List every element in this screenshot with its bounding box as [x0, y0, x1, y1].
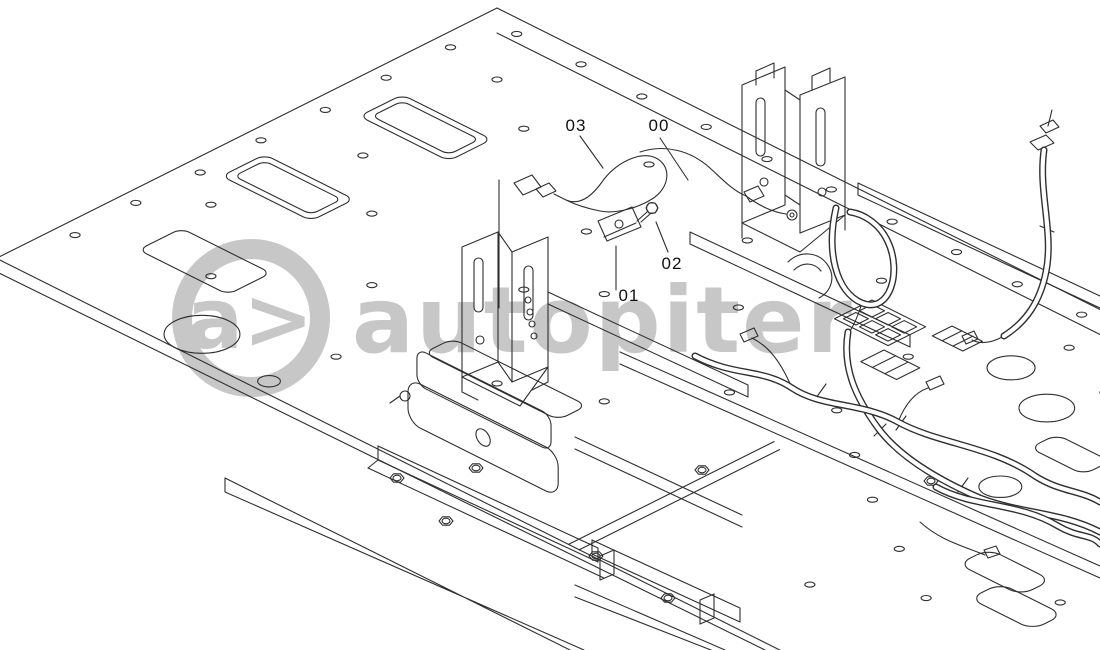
bracket-01	[597, 206, 642, 242]
plate-oval-hole	[148, 307, 255, 361]
plate-cutout-inner	[372, 101, 479, 155]
leader-03	[579, 135, 604, 169]
connector-plug	[743, 185, 765, 203]
right-seat-bracket	[741, 62, 846, 253]
plate-s-cutout	[958, 549, 1051, 595]
wire-loop	[565, 155, 668, 213]
plate-slot-cutout	[1030, 434, 1100, 474]
plate-seam	[569, 442, 785, 550]
slot-hole	[815, 107, 826, 167]
watermark: a> autopiter	[172, 239, 854, 397]
plate-edge-fold	[497, 33, 1100, 602]
plate-oval-hole	[970, 472, 1031, 502]
slot-hole	[755, 97, 766, 157]
plate-cutout	[222, 155, 354, 221]
wire-harness	[691, 146, 1100, 548]
connector-block	[932, 326, 982, 351]
plate-outline	[0, 8, 1100, 650]
plate-hole	[253, 373, 285, 389]
bolt-holes	[66, 19, 1100, 650]
frame-rails	[367, 182, 1100, 650]
watermark-logo-text: a>	[186, 270, 313, 368]
callout-02-label: 02	[662, 254, 683, 273]
callout-labels: 00 01 02 03	[566, 116, 683, 305]
plate-oval-hole	[1007, 388, 1086, 427]
plate-s-cutout	[970, 583, 1063, 629]
leader-00	[659, 137, 689, 181]
slot-hole	[523, 265, 534, 321]
callout-00-label: 00	[649, 116, 670, 135]
leader-02	[655, 221, 669, 253]
plate-cutout	[359, 95, 491, 161]
bolt-02	[636, 201, 659, 223]
callout-01-label: 01	[619, 286, 640, 305]
callout-leaders	[579, 135, 689, 291]
left-seat-bracket	[461, 231, 549, 407]
hex-bolts	[389, 463, 939, 603]
plate-cutout-inner	[234, 161, 341, 215]
wire-loop-assembly	[498, 148, 798, 309]
connector-plug	[513, 174, 542, 196]
mount-box	[389, 339, 587, 498]
plate-cutouts	[27, 66, 1100, 650]
callout-03-label: 03	[566, 116, 587, 135]
floor-plate	[0, 8, 1100, 650]
watermark-brand-text: autopiter	[352, 267, 854, 374]
relay-bank	[861, 350, 920, 380]
harness-wire	[639, 148, 747, 197]
plate-cutout	[139, 228, 271, 294]
plate-oval-hole	[977, 351, 1045, 385]
slot-hole	[473, 257, 484, 313]
